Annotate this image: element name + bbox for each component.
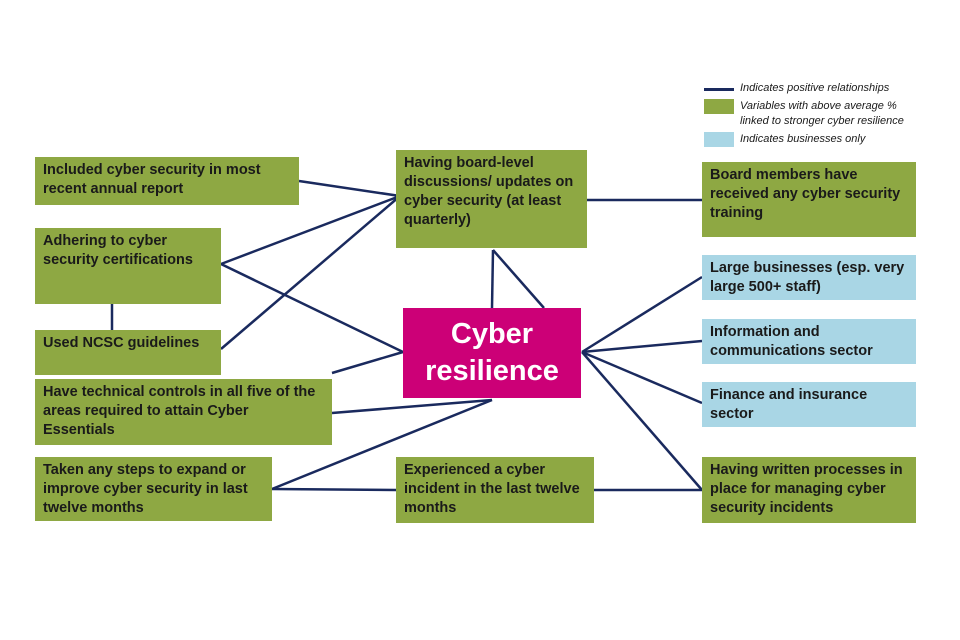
- center-label-line2: resilience: [425, 355, 559, 387]
- legend-positive-label: Indicates positive relationships: [740, 82, 890, 94]
- node-annual-report: Included cyber security in most recent a…: [35, 157, 299, 205]
- link-center-large: [581, 275, 703, 354]
- center-node-cyber-resilience: Cyber resilience: [403, 308, 581, 398]
- link-board-center-left: [490, 249, 495, 309]
- link-certifications-center: [220, 262, 404, 354]
- legend-line-icon: [704, 88, 734, 91]
- node-board-discussions: Having board-level discussions/ updates …: [396, 150, 587, 248]
- legend-above-avg-label: Variables with above average % linked to…: [740, 99, 904, 129]
- node-expand-security: Taken any steps to expand or improve cyb…: [35, 457, 272, 521]
- link-certifications-board: [220, 194, 401, 266]
- legend-above-avg-row: Variables with above average % linked to…: [704, 99, 904, 129]
- link-annual-report-board: [298, 179, 401, 198]
- link-center-info: [581, 339, 703, 354]
- center-label-line1: Cyber: [450, 318, 534, 350]
- legend-above-avg-line1: Variables with above average %: [740, 100, 897, 112]
- node-finance: Finance and insurance sector: [702, 382, 916, 427]
- node-technical-controls: Have technical controls in all five of t…: [35, 379, 332, 445]
- node-incident: Experienced a cyber incident in the last…: [396, 457, 594, 523]
- node-large-businesses: Large businesses (esp. very large 500+ s…: [702, 255, 916, 300]
- legend-green-swatch: [704, 99, 734, 114]
- node-board-training: Board members have received any cyber se…: [702, 162, 916, 237]
- legend-positive-row: Indicates positive relationships: [704, 81, 889, 96]
- link-expand-center: [271, 398, 493, 491]
- legend-above-avg-line2: linked to stronger cyber resilience: [740, 115, 904, 127]
- link-center-finance: [581, 350, 703, 405]
- legend-blue-swatch: [704, 132, 734, 147]
- link-ncsc-board: [220, 195, 401, 350]
- link-center-written: [581, 351, 703, 491]
- link-technical-center: [331, 350, 404, 375]
- link-technical-center-lower: [331, 398, 493, 415]
- node-ncsc: Used NCSC guidelines: [35, 330, 221, 375]
- node-info-comms: Information and communications sector: [702, 319, 916, 364]
- node-written-processes: Having written processes in place for ma…: [702, 457, 916, 523]
- legend-businesses-row: Indicates businesses only: [704, 132, 865, 147]
- link-expand-incident: [271, 487, 397, 492]
- legend-businesses-label: Indicates businesses only: [740, 133, 866, 145]
- node-certifications: Adhering to cyber security certification…: [35, 228, 221, 304]
- link-board-center-right: [492, 249, 545, 309]
